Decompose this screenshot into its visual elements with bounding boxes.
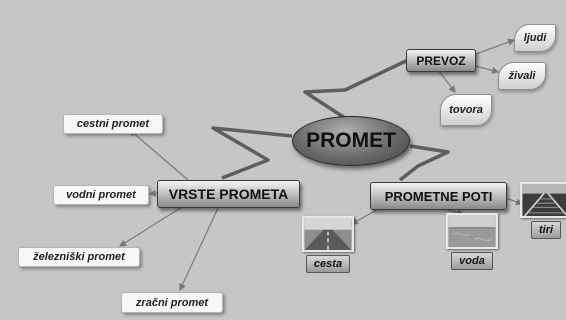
vrste-vodni-link [148, 189, 159, 197]
zivali-label: živali [508, 70, 536, 82]
water-image [446, 213, 498, 249]
prevoz-label: PREVOZ [416, 53, 466, 68]
root-label: PROMET [306, 129, 396, 152]
cesta-node[interactable]: cesta [302, 216, 354, 273]
zivali-node[interactable]: živali [498, 62, 546, 90]
vodni-promet-label: vodni promet [66, 189, 136, 201]
vodni-promet-node[interactable]: vodni promet [53, 185, 149, 205]
poti-cesta-link [350, 207, 381, 225]
tovora-node[interactable]: tovora [440, 94, 492, 126]
vrste-zelezniski-link [118, 206, 183, 247]
railway-tracks-image [520, 182, 566, 218]
root-node[interactable]: PROMET [292, 116, 410, 166]
vrste-prometa-label: VRSTE PROMETA [168, 186, 289, 202]
ljudi-node[interactable]: ljudi [514, 24, 556, 52]
cestni-promet-node[interactable]: cestni promet [63, 114, 163, 134]
prometne-poti-node[interactable]: PROMETNE POTI [370, 182, 507, 210]
prevoz-ljudi-link [475, 38, 516, 55]
vrste-prometa-node[interactable]: VRSTE PROMETA [157, 180, 300, 208]
tiri-node[interactable]: tiri [520, 182, 566, 239]
prevoz-tovora-link [437, 69, 456, 93]
vrste-cestni-link [129, 129, 189, 181]
prevoz-node[interactable]: PREVOZ [406, 49, 476, 72]
prometne-poti-label: PROMETNE POTI [384, 188, 493, 204]
ljudi-label: ljudi [523, 32, 547, 44]
tovora-label: tovora [449, 104, 483, 116]
voda-node[interactable]: voda [446, 213, 498, 270]
root-to-vrste-prometa-connector [211, 126, 293, 180]
cesta-label: cesta [305, 255, 351, 273]
zracni-promet-node[interactable]: zračni promet [121, 292, 223, 313]
root-to-prometne-poti-connector [398, 144, 450, 182]
zracni-promet-label: zračni promet [135, 296, 209, 309]
prevoz-zivali-link [471, 64, 500, 74]
cestni-promet-label: cestni promet [76, 118, 150, 130]
zelezniski-promet-label: železniški promet [33, 251, 125, 263]
voda-label: voda [451, 252, 493, 270]
poti-tiri-link [505, 197, 524, 206]
vrste-zracni-link [179, 207, 219, 292]
root-to-prevoz-connector [303, 58, 409, 120]
tiri-label: tiri [530, 221, 562, 239]
zelezniski-promet-node[interactable]: železniški promet [18, 247, 140, 267]
road-image [302, 216, 354, 252]
